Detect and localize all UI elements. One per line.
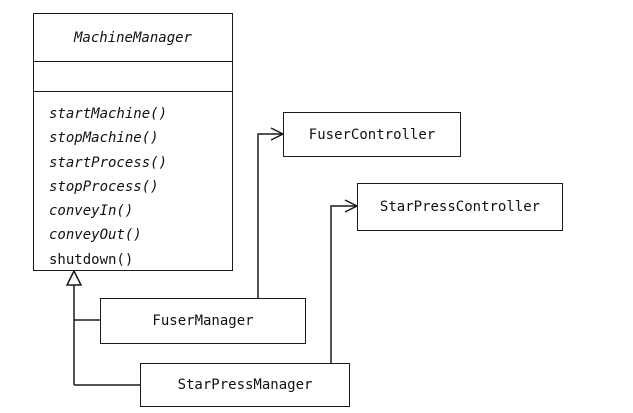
machine-manager-operations: startMachine() stopMachine() startProces…	[49, 102, 167, 272]
operation-stop-machine: stopMachine()	[49, 130, 159, 147]
fuser-manager-class: FuserManager	[100, 298, 306, 344]
operation-convey-in: conveyIn()	[49, 203, 134, 220]
generalization-connector	[65, 269, 140, 386]
machine-manager-attributes-section	[34, 62, 232, 92]
inheritance-arrowhead	[65, 269, 83, 286]
machine-manager-class-name: MachineManager	[34, 14, 232, 62]
starpress-association-line	[330, 205, 357, 363]
starpress-manager-class: StarPressManager	[140, 363, 350, 407]
starpress-controller-class: StarPressController	[357, 183, 563, 231]
fuser-controller-class-name: FuserController	[308, 126, 436, 143]
operation-convey-out: conveyOut()	[49, 227, 142, 244]
operation-stop-process: stopProcess()	[49, 178, 159, 195]
fuser-association-connector	[257, 127, 285, 298]
operation-shutdown: shutdown()	[49, 251, 134, 268]
starpress-controller-class-name: StarPressController	[379, 199, 541, 215]
starpress-manager-class-name: StarPressManager	[177, 377, 313, 393]
fuser-controller-class: FuserController	[283, 112, 461, 157]
fuser-association-line	[257, 133, 283, 298]
operation-start-machine: startMachine()	[49, 106, 168, 122]
fuser-manager-class-name: FuserManager	[152, 313, 254, 329]
machine-manager-class: MachineManager startMachine() stopMachin…	[33, 13, 233, 271]
operation-start-process: startProcess()	[49, 154, 168, 171]
starpress-association-connector	[330, 199, 359, 363]
